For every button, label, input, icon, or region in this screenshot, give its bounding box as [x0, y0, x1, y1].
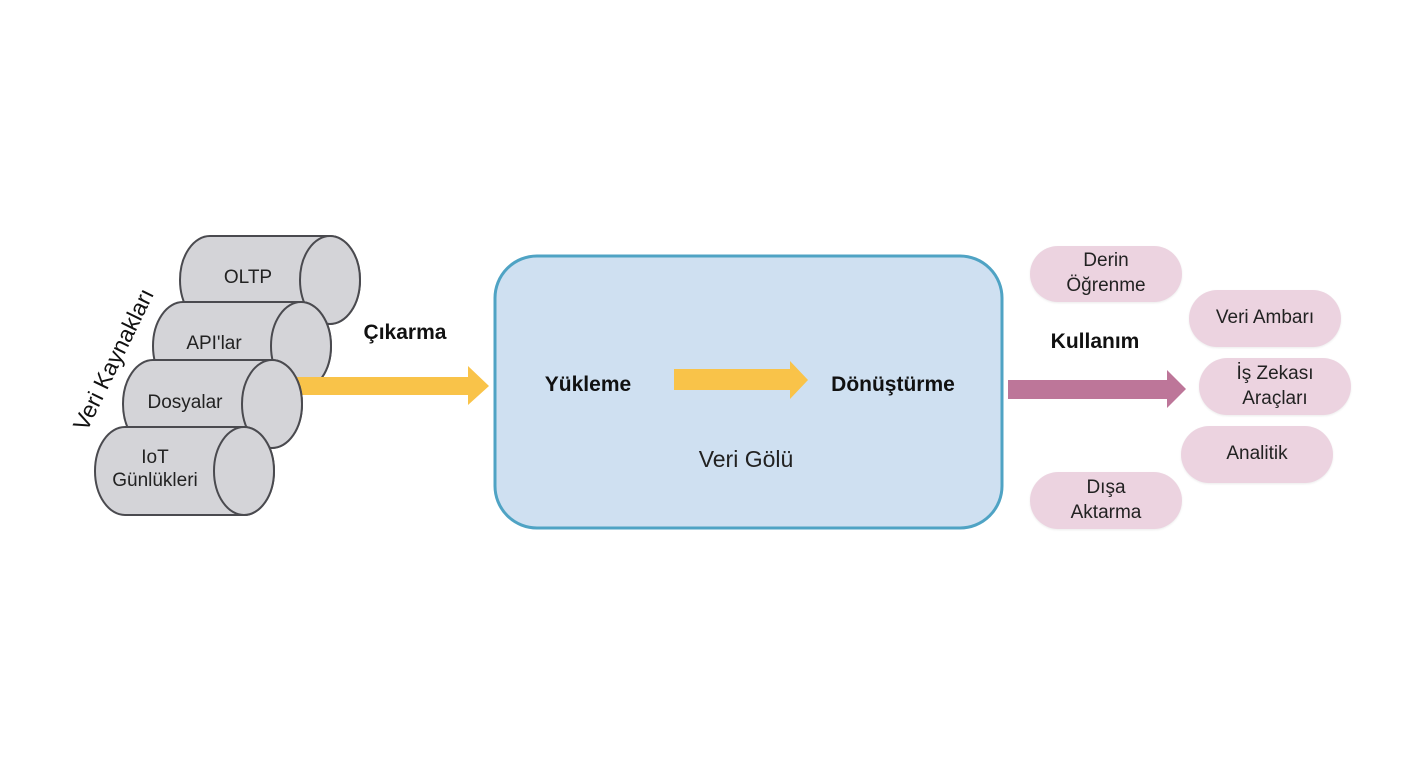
consumer-bi-tools-line1: İş Zekası [1236, 362, 1314, 384]
consumer-analytics[interactable]: Analitik [1181, 426, 1333, 483]
consumer-export-line2: Aktarma [1070, 501, 1142, 523]
extract-label: Çıkarma [363, 321, 447, 344]
consumer-export-line1: Dışa [1086, 476, 1126, 498]
transform-label: Dönüştürme [831, 373, 955, 396]
consumer-bi-tools-line2: Araçları [1242, 387, 1308, 409]
usage-arrow [1008, 370, 1186, 408]
consumer-data-warehouse[interactable]: Veri Ambarı [1189, 290, 1341, 347]
consumer-data-warehouse-label: Veri Ambarı [1215, 307, 1315, 329]
consumer-deep-learning-line1: Derin [1083, 250, 1129, 272]
usage-label: Kullanım [1050, 330, 1140, 353]
extract-arrow [290, 366, 489, 405]
data-lake-box[interactable] [493, 254, 1004, 530]
consumer-deep-learning-line2: Öğrenme [1066, 275, 1146, 296]
source-label-iot-line2: Günlükleri [112, 469, 198, 491]
load-transform-arrow [674, 361, 808, 399]
consumer-analytics-label: Analitik [1226, 443, 1288, 465]
source-label-iot-line1: IoT [141, 447, 169, 468]
source-label-files: Dosyalar [147, 392, 223, 413]
load-label: Yükleme [544, 373, 632, 396]
source-label-oltp: OLTP [223, 267, 273, 288]
source-label-iot-logs: IoT Günlükleri [100, 447, 210, 493]
cylinder-iot-logs[interactable] [94, 426, 275, 516]
source-label-apis: API'lar [186, 333, 242, 354]
data-lake-title: Veri Gölü [698, 446, 794, 472]
